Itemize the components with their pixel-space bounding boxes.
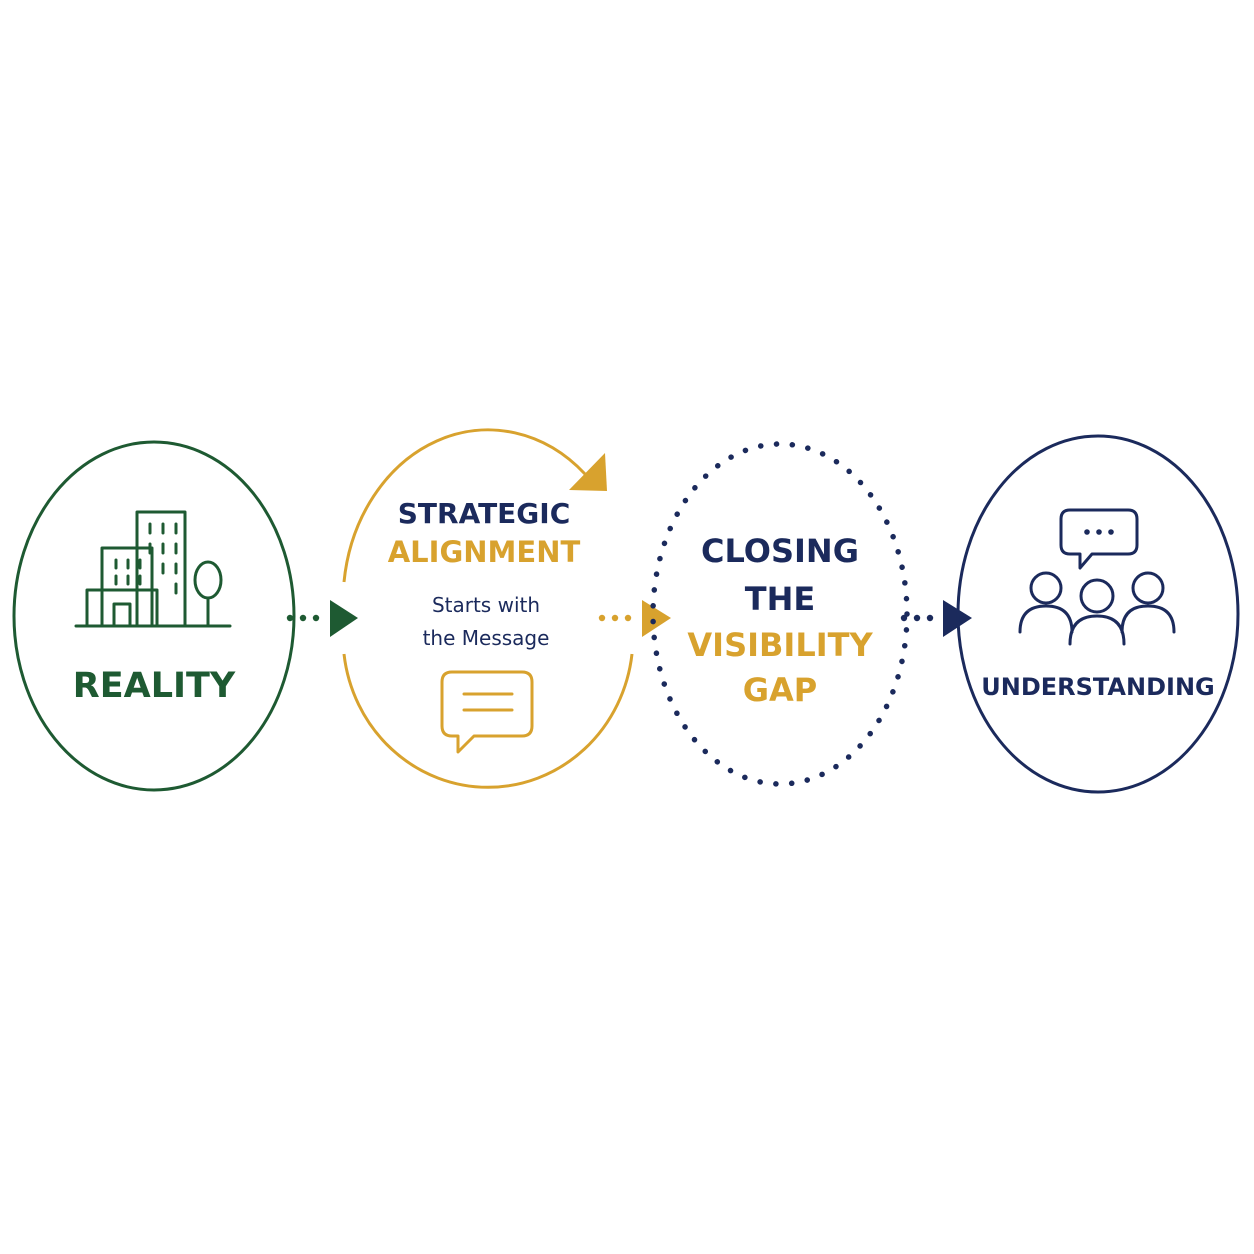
visibility-line4: GAP bbox=[743, 671, 817, 709]
stage-strategic-alignment: STRATEGIC ALIGNMENT Starts with the Mess… bbox=[342, 428, 634, 789]
alignment-open-circle-lower bbox=[342, 653, 634, 789]
arrowhead-icon bbox=[330, 600, 358, 637]
speech-dots bbox=[1084, 529, 1114, 535]
alignment-subtitle-line2: the Message bbox=[423, 626, 550, 650]
reality-label: REALITY bbox=[73, 666, 236, 706]
curved-arrowhead-icon bbox=[569, 453, 607, 491]
understanding-circle bbox=[956, 434, 1240, 794]
connector-reality-to-alignment bbox=[286, 600, 358, 637]
understanding-label: UNDERSTANDING bbox=[981, 673, 1214, 701]
stage-understanding: UNDERSTANDING bbox=[956, 434, 1240, 794]
alignment-title-line1: STRATEGIC bbox=[398, 497, 571, 530]
visibility-line2: THE bbox=[745, 580, 815, 618]
stage-reality: REALITY bbox=[12, 440, 296, 792]
reality-circle bbox=[12, 440, 296, 792]
message-bubble-icon bbox=[440, 670, 534, 754]
city-buildings-tree-icon bbox=[74, 510, 232, 628]
alignment-open-circle bbox=[342, 428, 587, 583]
alignment-subtitle-line1: Starts with bbox=[432, 593, 540, 617]
connector-visibility-to-understanding bbox=[900, 600, 972, 637]
group-conversation-icon bbox=[1018, 508, 1176, 646]
stage-visibility-gap: CLOSING THE VISIBILITY GAP bbox=[650, 441, 910, 787]
connector-alignment-to-visibility bbox=[598, 600, 671, 637]
alignment-title-line2: ALIGNMENT bbox=[388, 535, 581, 569]
arrowhead-icon bbox=[642, 600, 671, 637]
visibility-dotted-circle bbox=[650, 441, 910, 787]
visibility-line3: VISIBILITY bbox=[687, 626, 873, 664]
visibility-line1: CLOSING bbox=[701, 532, 859, 570]
